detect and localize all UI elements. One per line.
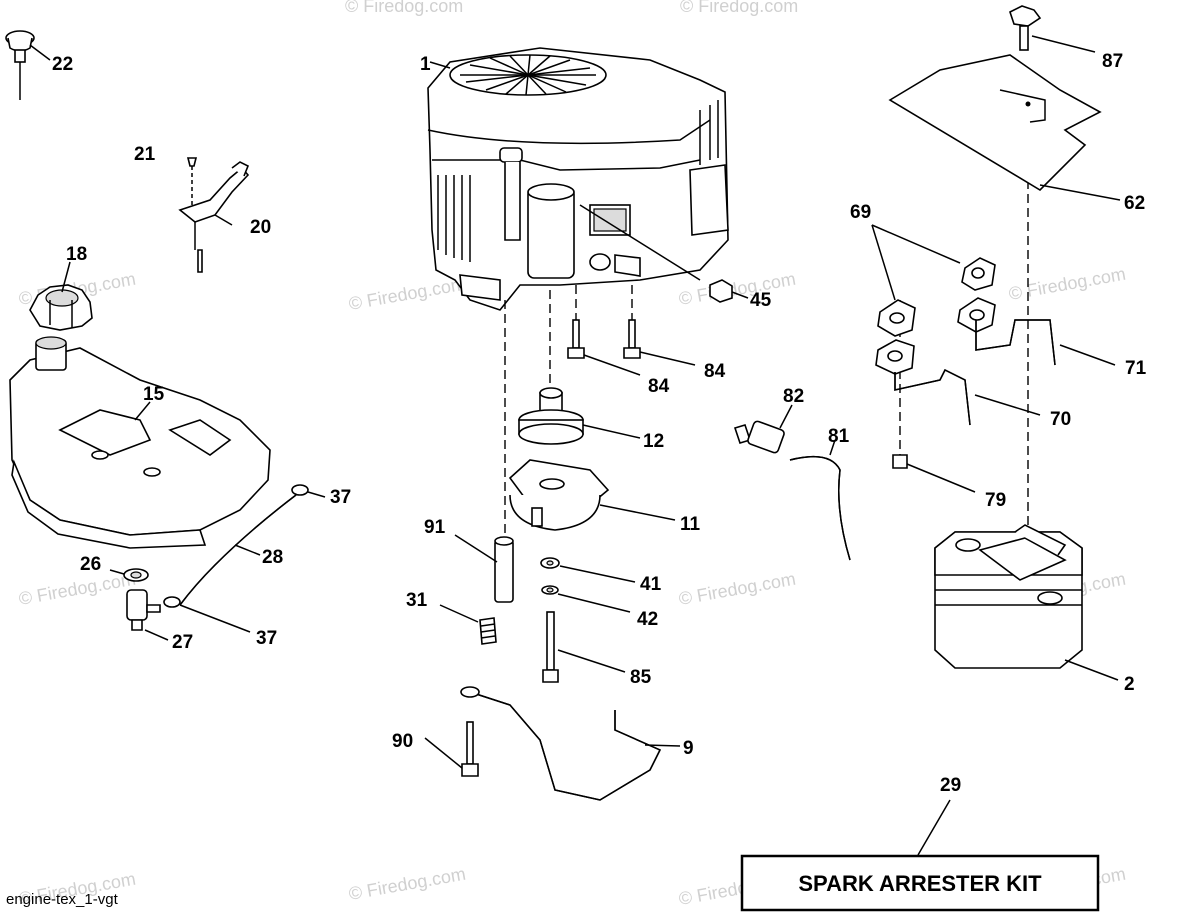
spark-arrester-kit-label: SPARK ARRESTER KIT <box>798 871 1042 896</box>
part-85-bolt <box>542 611 626 683</box>
watermark: © Firedog.com <box>347 274 467 314</box>
watermark: © Firedog.com <box>345 0 463 16</box>
label-part-62: 62 <box>1124 193 1145 214</box>
part-labels: 1 2 9 11 12 15 18 20 21 22 26 27 28 29 3… <box>52 51 1147 796</box>
part-12-pulley <box>518 387 641 445</box>
label-part-82: 82 <box>783 386 804 407</box>
part-41-42-washers <box>540 557 636 613</box>
label-part-45: 45 <box>750 290 772 311</box>
label-part-91: 91 <box>424 517 446 538</box>
label-part-29: 29 <box>940 775 961 796</box>
label-part-79: 79 <box>985 490 1006 511</box>
watermark: © Firedog.com <box>677 269 797 309</box>
label-part-12: 12 <box>643 431 664 452</box>
label-part-27: 27 <box>172 632 193 653</box>
watermark: © Firedog.com <box>17 569 137 609</box>
label-part-11: 11 <box>680 514 701 535</box>
part-87-screw <box>1009 5 1096 53</box>
label-part-84-right: 84 <box>704 361 726 382</box>
label-part-87: 87 <box>1102 51 1123 72</box>
label-part-41: 41 <box>640 574 662 595</box>
part-91-spacer <box>454 534 514 603</box>
part-22-plug <box>5 30 51 100</box>
label-part-20: 20 <box>250 217 271 238</box>
label-part-42: 42 <box>637 609 658 630</box>
part-45-nut <box>579 204 749 303</box>
spark-arrester-kit-box <box>740 854 1100 912</box>
label-part-1: 1 <box>420 54 431 75</box>
part-9-rod <box>460 686 681 801</box>
part-82-fitting <box>733 404 793 454</box>
label-part-28: 28 <box>262 547 283 568</box>
part-1-engine <box>427 47 729 311</box>
part-70-pipe <box>875 339 1041 426</box>
watermark: © Firedog.com <box>680 0 798 16</box>
part-81-hose <box>789 439 851 561</box>
label-part-85: 85 <box>630 667 652 688</box>
watermark: © Firedog.com <box>347 864 467 904</box>
label-part-37-lower: 37 <box>256 628 277 649</box>
label-part-81: 81 <box>828 426 850 447</box>
part-31-spring <box>439 604 497 645</box>
part-18-fuel-cap <box>29 261 93 331</box>
part-62-plate <box>888 54 1121 201</box>
part-71-pipe <box>975 319 1116 366</box>
part-2-muffler <box>934 524 1119 681</box>
label-part-9: 9 <box>683 738 694 759</box>
label-part-22: 22 <box>52 54 73 75</box>
part-11-clutch <box>508 459 676 531</box>
part-69-gaskets <box>871 224 996 337</box>
label-part-90: 90 <box>392 731 413 752</box>
label-part-70: 70 <box>1050 409 1071 430</box>
part-28-fuel-line <box>163 484 326 633</box>
label-part-21: 21 <box>134 144 156 165</box>
engine-fins <box>437 100 719 262</box>
label-part-31: 31 <box>406 590 428 611</box>
part-29-kit: SPARK ARRESTER KIT <box>740 799 1100 912</box>
label-part-15: 15 <box>143 384 165 405</box>
engine-grille <box>460 54 596 96</box>
label-part-69: 69 <box>850 202 871 223</box>
part-79-bolt <box>892 454 976 493</box>
diagram-code: engine-tex_1-vgt <box>6 891 119 908</box>
label-part-26: 26 <box>80 554 101 575</box>
label-part-84-left: 84 <box>648 376 670 397</box>
label-part-2: 2 <box>1124 674 1135 695</box>
part-90-bolt <box>424 721 479 777</box>
part-27-valve <box>109 568 169 641</box>
label-part-71: 71 <box>1125 358 1147 379</box>
label-part-18: 18 <box>66 244 87 265</box>
label-part-37-upper: 37 <box>330 487 351 508</box>
part-15-fuel-tank <box>9 336 271 549</box>
watermark: © Firedog.com <box>1007 264 1127 304</box>
watermark: © Firedog.com <box>677 569 797 609</box>
part-20-bracket <box>178 157 250 273</box>
part-84-bolts <box>567 319 696 376</box>
